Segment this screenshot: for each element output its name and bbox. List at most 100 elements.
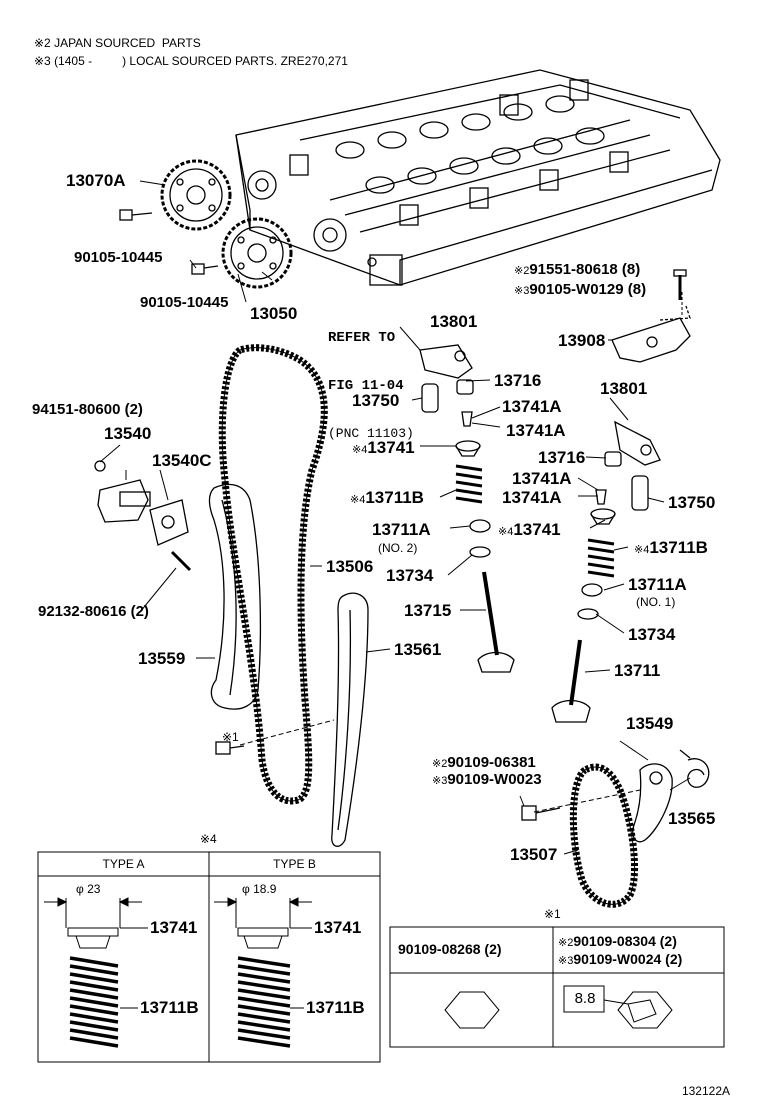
bolt-table-left-header: 90109-08268 (2) [398,941,502,957]
chain-tensioner-arm-13549 [632,763,673,843]
rocker-arm-13801-left [419,344,473,379]
label-13561: 13561 [394,640,442,659]
lash-adjuster-13750-left [421,383,439,413]
chain-damper-13561 [331,592,369,847]
label-13716-left: 13716 [494,371,542,390]
valve-stem-end-cap-13716-left [456,379,474,395]
label-13711B-left: ※413711B [350,488,424,507]
label-90105-10445-upper: 90105-10445 [74,249,163,266]
lash-adjuster-13750-right [631,475,649,511]
label-94151-80600: 94151-80600 (2) [32,401,143,418]
type-a-header: TYPE A [102,857,145,871]
spring-retainer-13741-right [590,508,616,525]
label-13540: 13540 [104,424,152,443]
marker-x3: ※3 [558,955,574,967]
marker-x4: ※4 [634,544,650,556]
reference-line-2: FIG 11-04 [328,378,404,395]
label-13741A-1: 13741A [502,397,562,416]
label-13559: 13559 [138,649,186,668]
reference-line-1: REFER TO [328,330,396,347]
rocker-arm-13801-right [614,420,661,466]
marker-x4: ※4 [350,494,366,506]
label-91551-80618: ※291551-80618 (8) [514,261,641,278]
label-13734-left: 13734 [386,566,434,585]
bolt-90105-10445-lower [191,263,219,275]
label-13050: 13050 [250,304,298,323]
marker-x3: ※3 [432,775,448,787]
spring-seat-13711A-right [581,583,603,597]
valve-13711 [551,639,591,723]
label-13715: 13715 [404,601,452,620]
marker-x2: ※2 [432,758,448,770]
timing-chain-13506 [218,344,328,805]
label-92132-80616: 92132-80616 (2) [38,603,149,620]
chain-tensioner-13540 [94,460,151,523]
bolt-x1-damper [215,741,245,755]
type-table-marker: ※4 [200,832,217,846]
type-b-diameter: φ 18.9 [242,882,277,896]
retainer-locks-13741A-right [595,489,607,505]
label-13711A-no1: 13711A [628,575,687,594]
label-13711A-no2: 13711A [372,520,431,539]
bolt-table-right-header-1: ※290109-08304 (2) [558,933,677,949]
label-90109-W0023: ※390109-W0023 [432,771,542,788]
label-13741-left: ※413741 [352,438,415,457]
bolt-grade-mark: 8.8 [574,990,596,1007]
note-local-sourced: ※3 (1405 - ) LOCAL SOURCED PARTS. ZRE270… [34,54,348,68]
retainer-locks-13741A-left [461,411,473,427]
oil-pump-chain-13507 [569,763,638,908]
label-13711: 13711 [614,661,661,680]
marker-x4: ※4 [498,526,514,538]
type-table-frame [37,851,381,1063]
label-13741A-2: 13741A [506,421,566,440]
valve-spring-13711B-right [587,538,615,578]
spring-seat-13711A-left [469,519,491,533]
type-a-label-13741: 13741 [150,918,198,937]
valve-spring-13711B-left [455,464,483,504]
label-13549: 13549 [626,714,674,733]
type-b-label-13741: 13741 [314,918,362,937]
bolt-table-marker: ※1 [544,907,561,921]
reference-line-3: (PNC 11103) [328,425,414,441]
label-13540C: 13540C [152,451,212,470]
label-13711A-no2-sub: (NO. 2) [378,541,418,555]
figure-code: 132122A [681,1084,730,1098]
bolt-table-frame [389,926,725,1048]
label-13750-right: 13750 [668,493,716,512]
camshaft-timing-gear-13050 [221,217,293,289]
label-13801-right: 13801 [600,379,648,398]
cam-cap-13908 [611,269,691,363]
valve-seal-13734-right [577,608,599,620]
label-13908: 13908 [558,331,606,350]
label-90105-10445-lower: 90105-10445 [140,294,229,311]
type-a-diameter: φ 23 [76,882,101,896]
bolt-table-right-header-2: ※390109-W0024 (2) [558,951,683,967]
cylinder-head-drawing [235,69,721,286]
chain-tensioner-slipper-13559 [208,483,262,710]
label-13741A-4: 13741A [502,488,562,507]
label-13741-right: ※413741 [498,520,561,539]
label-x1-marker: ※1 [222,730,239,744]
marker-x3: ※3 [514,285,530,297]
valve-13715 [477,571,515,673]
label-13711B-right: ※413711B [634,538,708,557]
type-a-label-13711B: 13711B [140,998,199,1017]
marker-x2: ※2 [514,265,530,277]
label-13506: 13506 [326,557,374,576]
label-13801-left: 13801 [430,312,478,331]
marker-x4: ※4 [352,444,368,456]
valve-stem-end-cap-13716-right [604,451,622,467]
label-13565: 13565 [668,809,716,828]
bolt-90109-06381 [521,805,561,821]
tensioner-spring-13565 [679,749,710,788]
label-90105-W0129: ※390105-W0129 (8) [514,281,647,298]
label-13711A-no1-sub: (NO. 1) [636,595,676,609]
gasket-13540C [149,499,189,546]
label-90109-06381: ※290109-06381 [432,754,536,771]
label-13734-right: 13734 [628,625,676,644]
label-13070A: 13070A [66,171,126,190]
stud-92132-80616 [170,550,192,572]
type-b-label-13711B: 13711B [306,998,365,1017]
label-13507: 13507 [510,845,558,864]
